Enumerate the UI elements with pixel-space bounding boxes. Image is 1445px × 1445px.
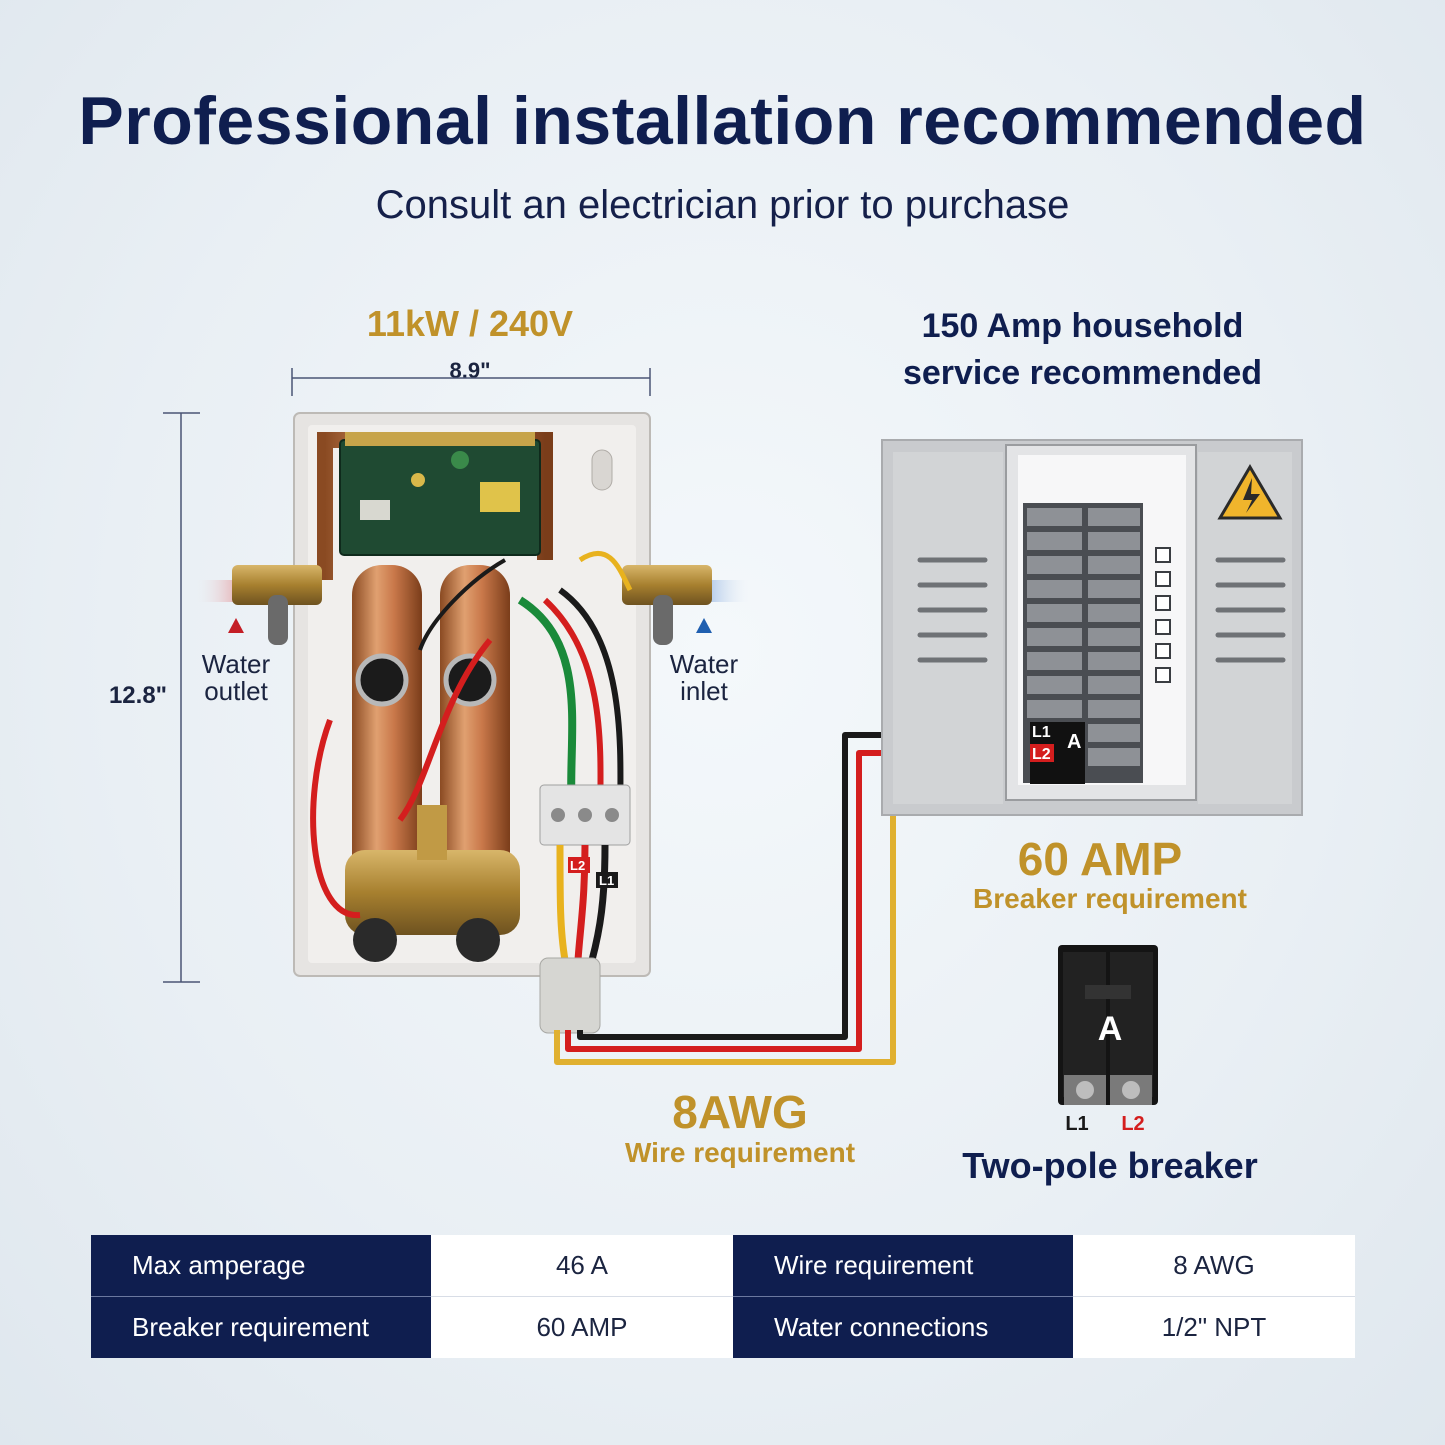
panel-breaker-l1: L1 — [1032, 724, 1051, 741]
page-subtitle: Consult an electrician prior to purchase — [375, 183, 1070, 227]
inlet-arrow-icon — [696, 618, 712, 633]
spec-value-wire-requirement: 8 AWG — [1073, 1235, 1355, 1297]
spec-label-max-amperage: Max amperage — [91, 1235, 431, 1297]
water-inlet-label: Water inlet — [658, 651, 750, 705]
heater-terminal-l2: L2 — [570, 858, 585, 873]
table-row: Breaker requirement 60 AMP Water connect… — [91, 1296, 1355, 1358]
water-outlet-label: Water outlet — [190, 651, 282, 705]
outlet-label-line-1: Water — [201, 649, 271, 679]
two-pole-l2: L2 — [1121, 1113, 1144, 1135]
height-dimension-line — [163, 412, 200, 983]
outlet-fitting — [232, 565, 322, 605]
table-row: Max amperage 46 A Wire requirement 8 AWG — [91, 1235, 1355, 1297]
spec-value-breaker-requirement: 60 AMP — [431, 1296, 733, 1358]
thermostat-left — [355, 653, 409, 707]
page-title: Professional installation recommended — [78, 83, 1367, 159]
wire-gauge-caption: Wire requirement — [624, 1137, 856, 1168]
service-line-1: 150 Amp household — [921, 307, 1244, 345]
width-dimension-line — [291, 368, 651, 396]
service-recommendation: 150 Amp household service recommended — [860, 303, 1305, 397]
two-pole-l1: L1 — [1065, 1113, 1088, 1135]
width-dimension: 8.9" — [449, 358, 491, 383]
cable-gland — [539, 957, 601, 1034]
spec-label-wire-requirement: Wire requirement — [733, 1235, 1073, 1297]
water-heater: L2 L1 — [232, 412, 712, 1034]
inlet-fitting — [622, 565, 712, 605]
breaker-amp-value: 60 AMP — [1017, 833, 1183, 885]
breaker-panel: L1 L2 A — [881, 439, 1303, 816]
wire-gauge-value: 8AWG — [672, 1086, 808, 1138]
two-pole-breaker: A L1 L2 — [1058, 945, 1158, 1135]
heating-element-right — [440, 565, 510, 905]
panel-breaker-l2: L2 — [1032, 746, 1051, 763]
inlet-label-line-2: inlet — [680, 676, 728, 706]
breaker-amp-caption: Breaker requirement — [973, 883, 1247, 914]
outlet-label-line-2: outlet — [204, 676, 268, 706]
installation-diagram: L2 L1 — [163, 368, 1303, 1135]
wire-yellow — [554, 815, 896, 1065]
service-line-2: service recommended — [902, 354, 1263, 392]
inlet-label-line-1: Water — [669, 649, 739, 679]
specs-table: Max amperage 46 A Wire requirement 8 AWG… — [91, 1235, 1355, 1358]
spec-label-breaker-requirement: Breaker requirement — [91, 1296, 431, 1358]
spec-value-max-amperage: 46 A — [431, 1235, 733, 1297]
panel-breaker-letter: A — [1067, 731, 1081, 753]
spec-label-water-connections: Water connections — [733, 1296, 1073, 1358]
power-rating: 11kW / 240V — [366, 303, 574, 344]
height-dimension: 12.8" — [108, 682, 168, 709]
two-pole-letter: A — [1098, 1010, 1123, 1048]
spec-value-water-connections: 1/2" NPT — [1073, 1296, 1355, 1358]
two-pole-breaker-label: Two-pole breaker — [962, 1145, 1258, 1186]
heating-element-left — [352, 565, 422, 905]
heater-terminal-l1: L1 — [599, 873, 614, 888]
outlet-arrow-icon — [228, 618, 244, 633]
